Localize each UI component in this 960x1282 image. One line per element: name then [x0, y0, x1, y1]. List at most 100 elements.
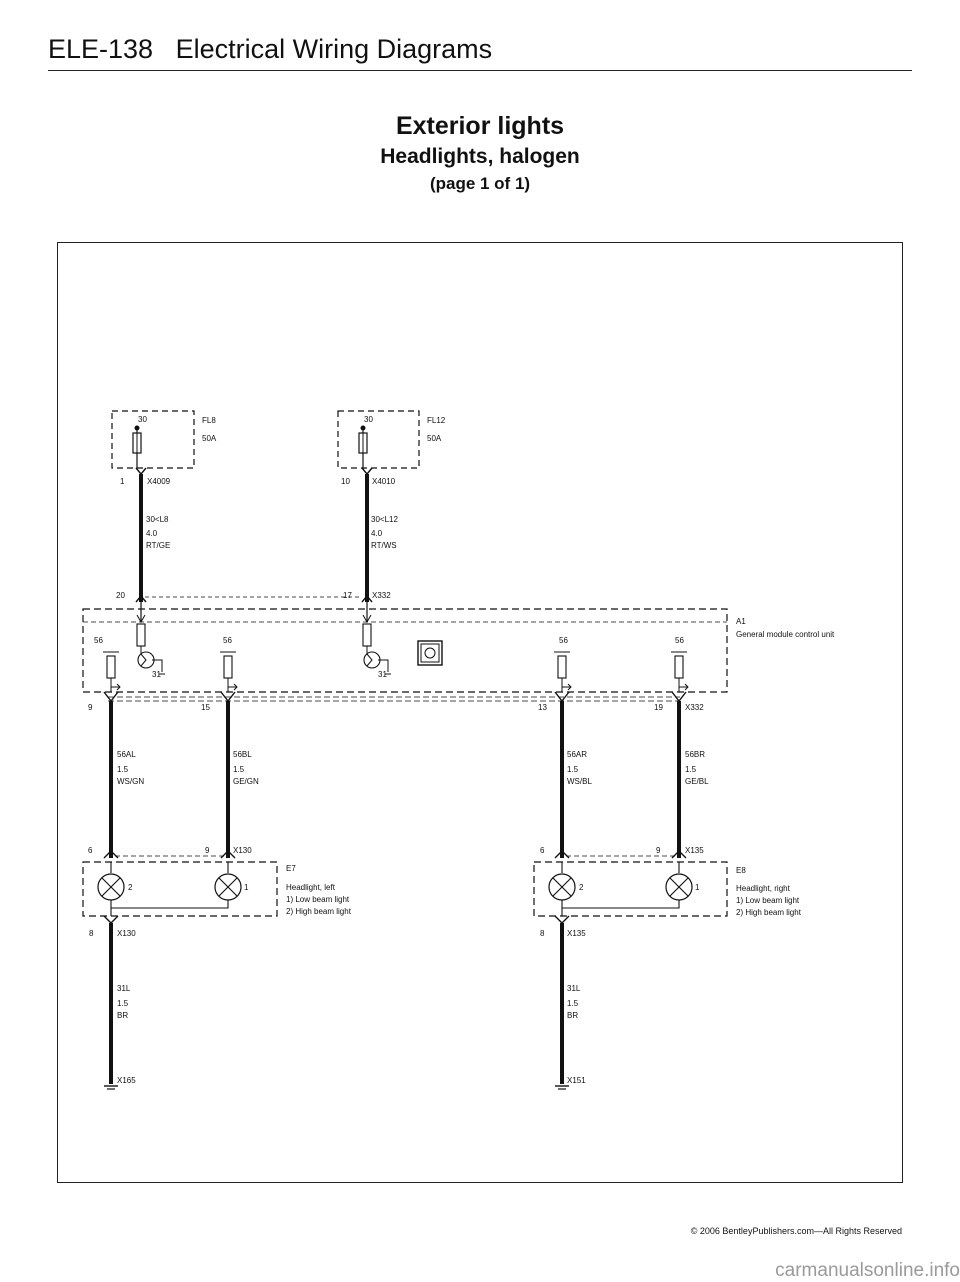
w56al-size: 1.5: [117, 765, 129, 774]
x135-label-bottom: X135: [567, 929, 586, 938]
gnd-right-circuit: 31L: [567, 984, 581, 993]
module-a1-id: A1: [736, 617, 746, 626]
module-pin-56-3: 56: [559, 636, 568, 645]
x135-label-top: X135: [685, 846, 704, 855]
w56ar-color: WS/BL: [567, 777, 592, 786]
x151-label: X151: [567, 1076, 586, 1085]
w56al-circuit: 56AL: [117, 750, 136, 759]
fuse-fl8-terminal: 30: [138, 415, 147, 424]
x332-pin-19: 19: [654, 703, 663, 712]
x135-pin-9: 9: [656, 846, 661, 855]
gnd-left-size: 1.5: [117, 999, 129, 1008]
diagram-frame: [57, 242, 903, 1183]
headlight-left-e7: [82, 850, 278, 1090]
e8-pin-1: 1: [695, 883, 700, 892]
module-pin-56-4: 56: [675, 636, 684, 645]
diagram-title-block: Exterior lights Headlights, halogen (pag…: [0, 110, 960, 196]
x4009-pin: 1: [120, 477, 125, 486]
page-header: ELE-138 Electrical Wiring Diagrams: [48, 34, 492, 65]
feed-left-circuit: 30<L8: [146, 515, 169, 524]
x165-label: X165: [117, 1076, 136, 1085]
fuse-fl12-rating: 50A: [427, 434, 442, 443]
connector-x4010-mark: [361, 467, 373, 476]
e7-pin-2: 2: [128, 883, 133, 892]
module-output-fuse-3: [554, 651, 572, 692]
w56al-color: WS/GN: [117, 777, 144, 786]
feed-left-color: RT/GE: [146, 541, 170, 550]
copyright-footer: © 2006 BentleyPublishers.com—All Rights …: [690, 1226, 902, 1236]
diagram-page-indicator: (page 1 of 1): [429, 174, 531, 193]
e8-pin-2: 2: [579, 883, 584, 892]
page-section-title: Electrical Wiring Diagrams: [175, 34, 493, 64]
feed-right-size: 4.0: [371, 529, 383, 538]
headlight-left-boundary: [82, 861, 278, 917]
x130-pin-9: 9: [205, 846, 210, 855]
connector-x332-mark-left: [135, 594, 147, 603]
x332-label-top: X332: [372, 591, 391, 600]
x4009-label: X4009: [147, 477, 171, 486]
e8-note-1: 1) Low beam light: [736, 896, 800, 905]
module-output-fuse-4: [671, 651, 689, 692]
x332-pin-13: 13: [538, 703, 547, 712]
e7-name: Headlight, left: [286, 883, 336, 892]
e8-name: Headlight, right: [736, 884, 791, 893]
w56ar-circuit: 56AR: [567, 750, 587, 759]
w56bl-circuit: 56BL: [233, 750, 252, 759]
x135-pin-6: 6: [540, 846, 545, 855]
w56br-size: 1.5: [685, 765, 697, 774]
x4010-label: X4010: [372, 477, 396, 486]
feed-right-circuit: 30<L12: [371, 515, 398, 524]
fuse-fl12-terminal: 30: [364, 415, 373, 424]
fuse-fl8-box: [111, 410, 195, 469]
fuse-fl12-box: [337, 410, 420, 469]
e7-note-1: 1) Low beam light: [286, 895, 350, 904]
connector-x4009-mark: [135, 467, 147, 476]
x332-pin-15: 15: [201, 703, 210, 712]
fuse-fl8-rating: 50A: [202, 434, 217, 443]
module-output-fuse-1: [103, 651, 121, 692]
module-ground-31-left: 31: [152, 670, 161, 679]
e7-pin-1: 1: [244, 883, 249, 892]
x130-label-bottom: X130: [117, 929, 136, 938]
w56br-color: GE/BL: [685, 777, 709, 786]
page-code: ELE-138: [48, 34, 154, 64]
gnd-left-color: BR: [117, 1011, 128, 1020]
x4010-pin: 10: [341, 477, 350, 486]
module-a1: [82, 608, 728, 702]
diagram-title: Exterior lights: [395, 112, 565, 140]
fuse-fl8: [111, 410, 195, 469]
fuse-fl12: [337, 410, 420, 469]
x130-label-top: X130: [233, 846, 252, 855]
e8-id: E8: [736, 866, 746, 875]
e8-note-2: 2) High beam light: [736, 908, 802, 917]
diagram-subtitle: Headlights, halogen: [380, 145, 580, 168]
header-rule: [48, 70, 912, 71]
w56bl-color: GE/GN: [233, 777, 259, 786]
x332-pin-20: 20: [116, 591, 125, 600]
feed-wires: [135, 467, 373, 622]
module-output-fuse-2: [220, 651, 238, 692]
w56bl-size: 1.5: [233, 765, 245, 774]
fuse-fl12-name: FL12: [427, 416, 446, 425]
w56ar-size: 1.5: [567, 765, 579, 774]
gnd-right-size: 1.5: [567, 999, 579, 1008]
x135-ground-pin: 8: [540, 929, 545, 938]
gnd-left-circuit: 31L: [117, 984, 131, 993]
module-pin-56-1: 56: [94, 636, 103, 645]
connector-x332-mark-right: [361, 594, 373, 603]
x332-pin-9: 9: [88, 703, 93, 712]
module-a1-name: General module control unit: [736, 630, 835, 639]
module-symbol: [417, 640, 443, 666]
w56br-circuit: 56BR: [685, 750, 705, 759]
module-ground-31-right: 31: [378, 670, 387, 679]
e7-id: E7: [286, 864, 296, 873]
gnd-right-color: BR: [567, 1011, 578, 1020]
feed-right-color: RT/WS: [371, 541, 397, 550]
module-a1-boundary: [82, 608, 728, 693]
x332-label-bottom: X332: [685, 703, 704, 712]
x130-ground-pin: 8: [89, 929, 94, 938]
e7-note-2: 2) High beam light: [286, 907, 352, 916]
x332-pin-17: 17: [343, 591, 352, 600]
feed-left-size: 4.0: [146, 529, 158, 538]
